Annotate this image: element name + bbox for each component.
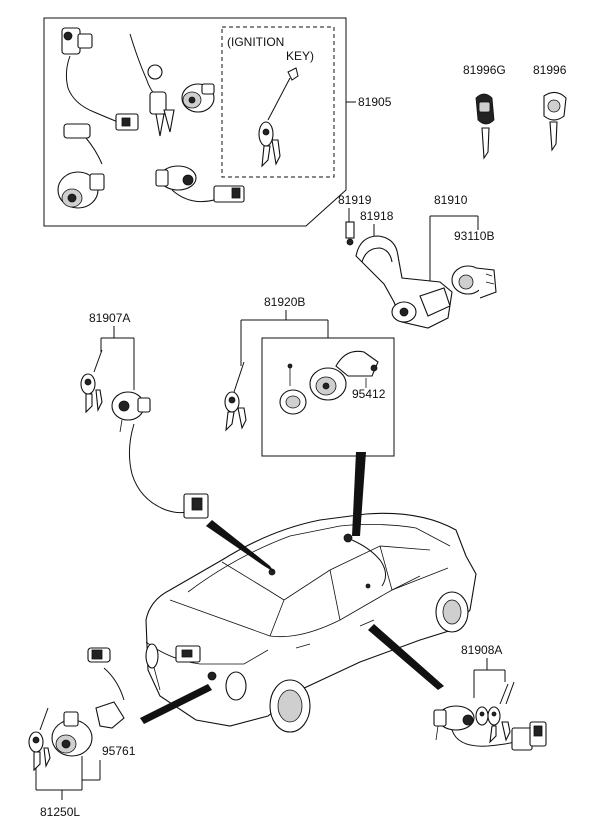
label-81919: 81919	[338, 193, 372, 207]
kit-passenger-door-lock	[155, 165, 245, 203]
label-81910: 81910	[434, 193, 468, 207]
lock-set-box-81905	[43, 17, 356, 227]
ignition-key-dashed-box	[221, 26, 335, 178]
label-ignition-key-2: KEY)	[286, 49, 314, 63]
door-lock-set-81908a	[433, 658, 547, 751]
kit-trunk-lock-cylinder	[57, 123, 105, 209]
ignition-lock-assembly-81910	[345, 208, 497, 329]
label-81907a: 81907A	[89, 311, 130, 325]
label-81905: 81905	[358, 95, 392, 109]
label-81918: 81918	[360, 209, 394, 223]
trunk-lock-set-81250l	[28, 647, 125, 800]
leader-arrows	[140, 452, 444, 724]
kit-ignition-cylinder	[181, 83, 215, 113]
door-lock-set-81907a	[80, 326, 209, 519]
labels: 81905 (IGNITION KEY) 81996G 81996 81919 …	[40, 35, 567, 819]
label-93110b: 93110B	[454, 229, 494, 243]
kit-ignition-cable	[129, 33, 175, 137]
label-81920b: 81920B	[264, 295, 305, 309]
car-illustration	[145, 512, 477, 733]
label-95761: 95761	[102, 744, 136, 758]
81920b-detail-box	[261, 337, 395, 457]
kit-ignition-key	[258, 67, 299, 168]
kit-door-lock-cylinder-top	[61, 27, 139, 131]
ignition-set-81920b	[224, 310, 395, 457]
label-81996: 81996	[533, 63, 567, 77]
label-81250l: 81250L	[40, 805, 80, 819]
label-81908a: 81908A	[461, 643, 502, 657]
label-81996g: 81996G	[463, 63, 506, 77]
label-95412: 95412	[352, 387, 386, 401]
key-81996	[543, 91, 567, 152]
key-81996g	[475, 93, 495, 160]
label-ignition-key-1: (IGNITION	[227, 35, 284, 49]
